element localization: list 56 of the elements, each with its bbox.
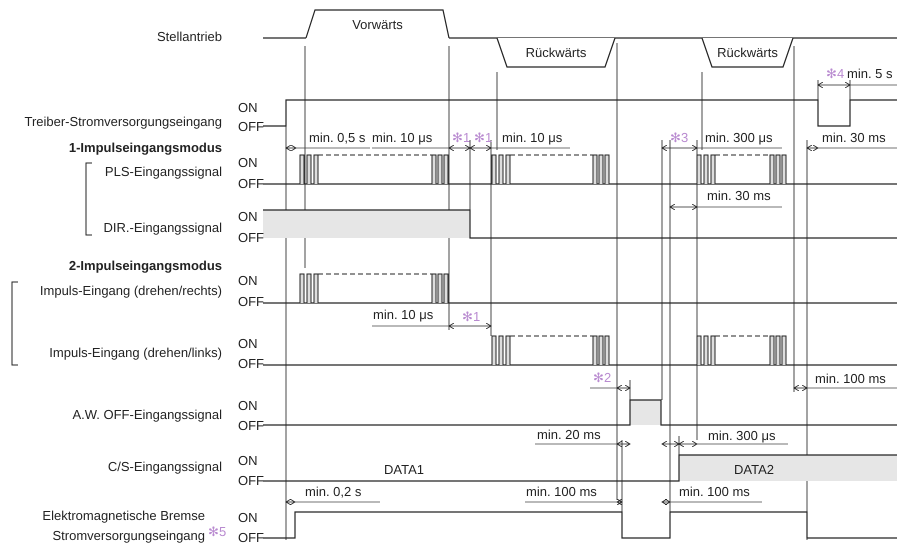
footnote-mark: ✻1 (462, 309, 480, 324)
timing-label: min. 10 μs (372, 130, 432, 145)
timing-label: ON (238, 453, 258, 468)
timing-label: Stellantrieb (156, 29, 222, 44)
timing-label: ON (238, 510, 258, 525)
timing-label: 2-Impulseingangsmodus (68, 258, 222, 273)
timing-label: min. 10 μs (502, 130, 562, 145)
timing-label: ON (238, 100, 258, 115)
timing-label: Elektromagnetische Bremse Stromversorgungseingang (41, 507, 205, 545)
timing-label: min. 300 μs (708, 428, 776, 443)
timing-label: min. 30 ms (707, 188, 771, 203)
timing-label: min. 100 ms (679, 484, 750, 499)
timing-label: C/S-Eingangssignal (108, 459, 222, 474)
timing-label: min. 100 ms (526, 484, 597, 499)
timing-label: OFF (238, 356, 264, 371)
timing-label: DATA1 (384, 462, 424, 477)
timing-label: PLS-Eingangssignal (104, 164, 222, 179)
timing-label: ON (238, 398, 258, 413)
timing-label: OFF (238, 294, 264, 309)
timing-label: min. 100 ms (815, 371, 886, 386)
timing-label: OFF (238, 473, 264, 488)
timing-label: min. 300 μs (705, 130, 772, 145)
timing-label: OFF (238, 119, 264, 134)
timing-label: OFF (238, 176, 264, 191)
footnote-mark: ✻5 (208, 524, 226, 539)
footnote-mark: ✻2 (593, 370, 612, 385)
footnote-mark: ✻1 (474, 130, 492, 145)
timing-label: Impuls-Eingang (drehen/links) (49, 345, 222, 360)
timing-label: min. 0,2 s (305, 484, 362, 499)
timing-label: min. 5 s (847, 66, 893, 81)
timing-label: DIR.-Eingangssignal (103, 220, 222, 235)
timing-label: Treiber-Stromversorgungseingang (24, 114, 222, 129)
motion-trapezoid (702, 38, 793, 67)
timing-label: OFF (238, 530, 264, 545)
timing-label: OFF (238, 230, 264, 245)
motion-label: Rückwärts (717, 45, 778, 60)
timing-label: ON (238, 209, 258, 224)
timing-label: DATA2 (734, 462, 774, 477)
motion-trapezoid (497, 38, 615, 67)
timing-label: A.W. OFF-Eingangssignal (72, 407, 222, 422)
timing-label: min. 10 μs (373, 307, 434, 322)
footnote-mark: ✻1 (452, 130, 470, 145)
timing-label: 1-Impulseingangsmodus (68, 140, 222, 155)
timing-label: ON (238, 336, 258, 351)
timing-label: min. 20 ms (537, 427, 601, 442)
motion-label: Rückwärts (526, 45, 586, 60)
motion-trapezoid (306, 10, 449, 38)
footnote-mark: ✻3 (670, 130, 688, 145)
footnote-mark: ✻4 (826, 66, 844, 81)
timing-label: ON (238, 155, 258, 170)
timing-label: min. 0,5 s (309, 130, 366, 145)
timing-label: OFF (238, 418, 264, 433)
motion-label: Vorwärts (352, 16, 403, 32)
timing-label: min. 30 ms (822, 130, 886, 145)
timing-label: Impuls-Eingang (drehen/rechts) (40, 283, 222, 298)
timing-label: ON (238, 273, 258, 288)
